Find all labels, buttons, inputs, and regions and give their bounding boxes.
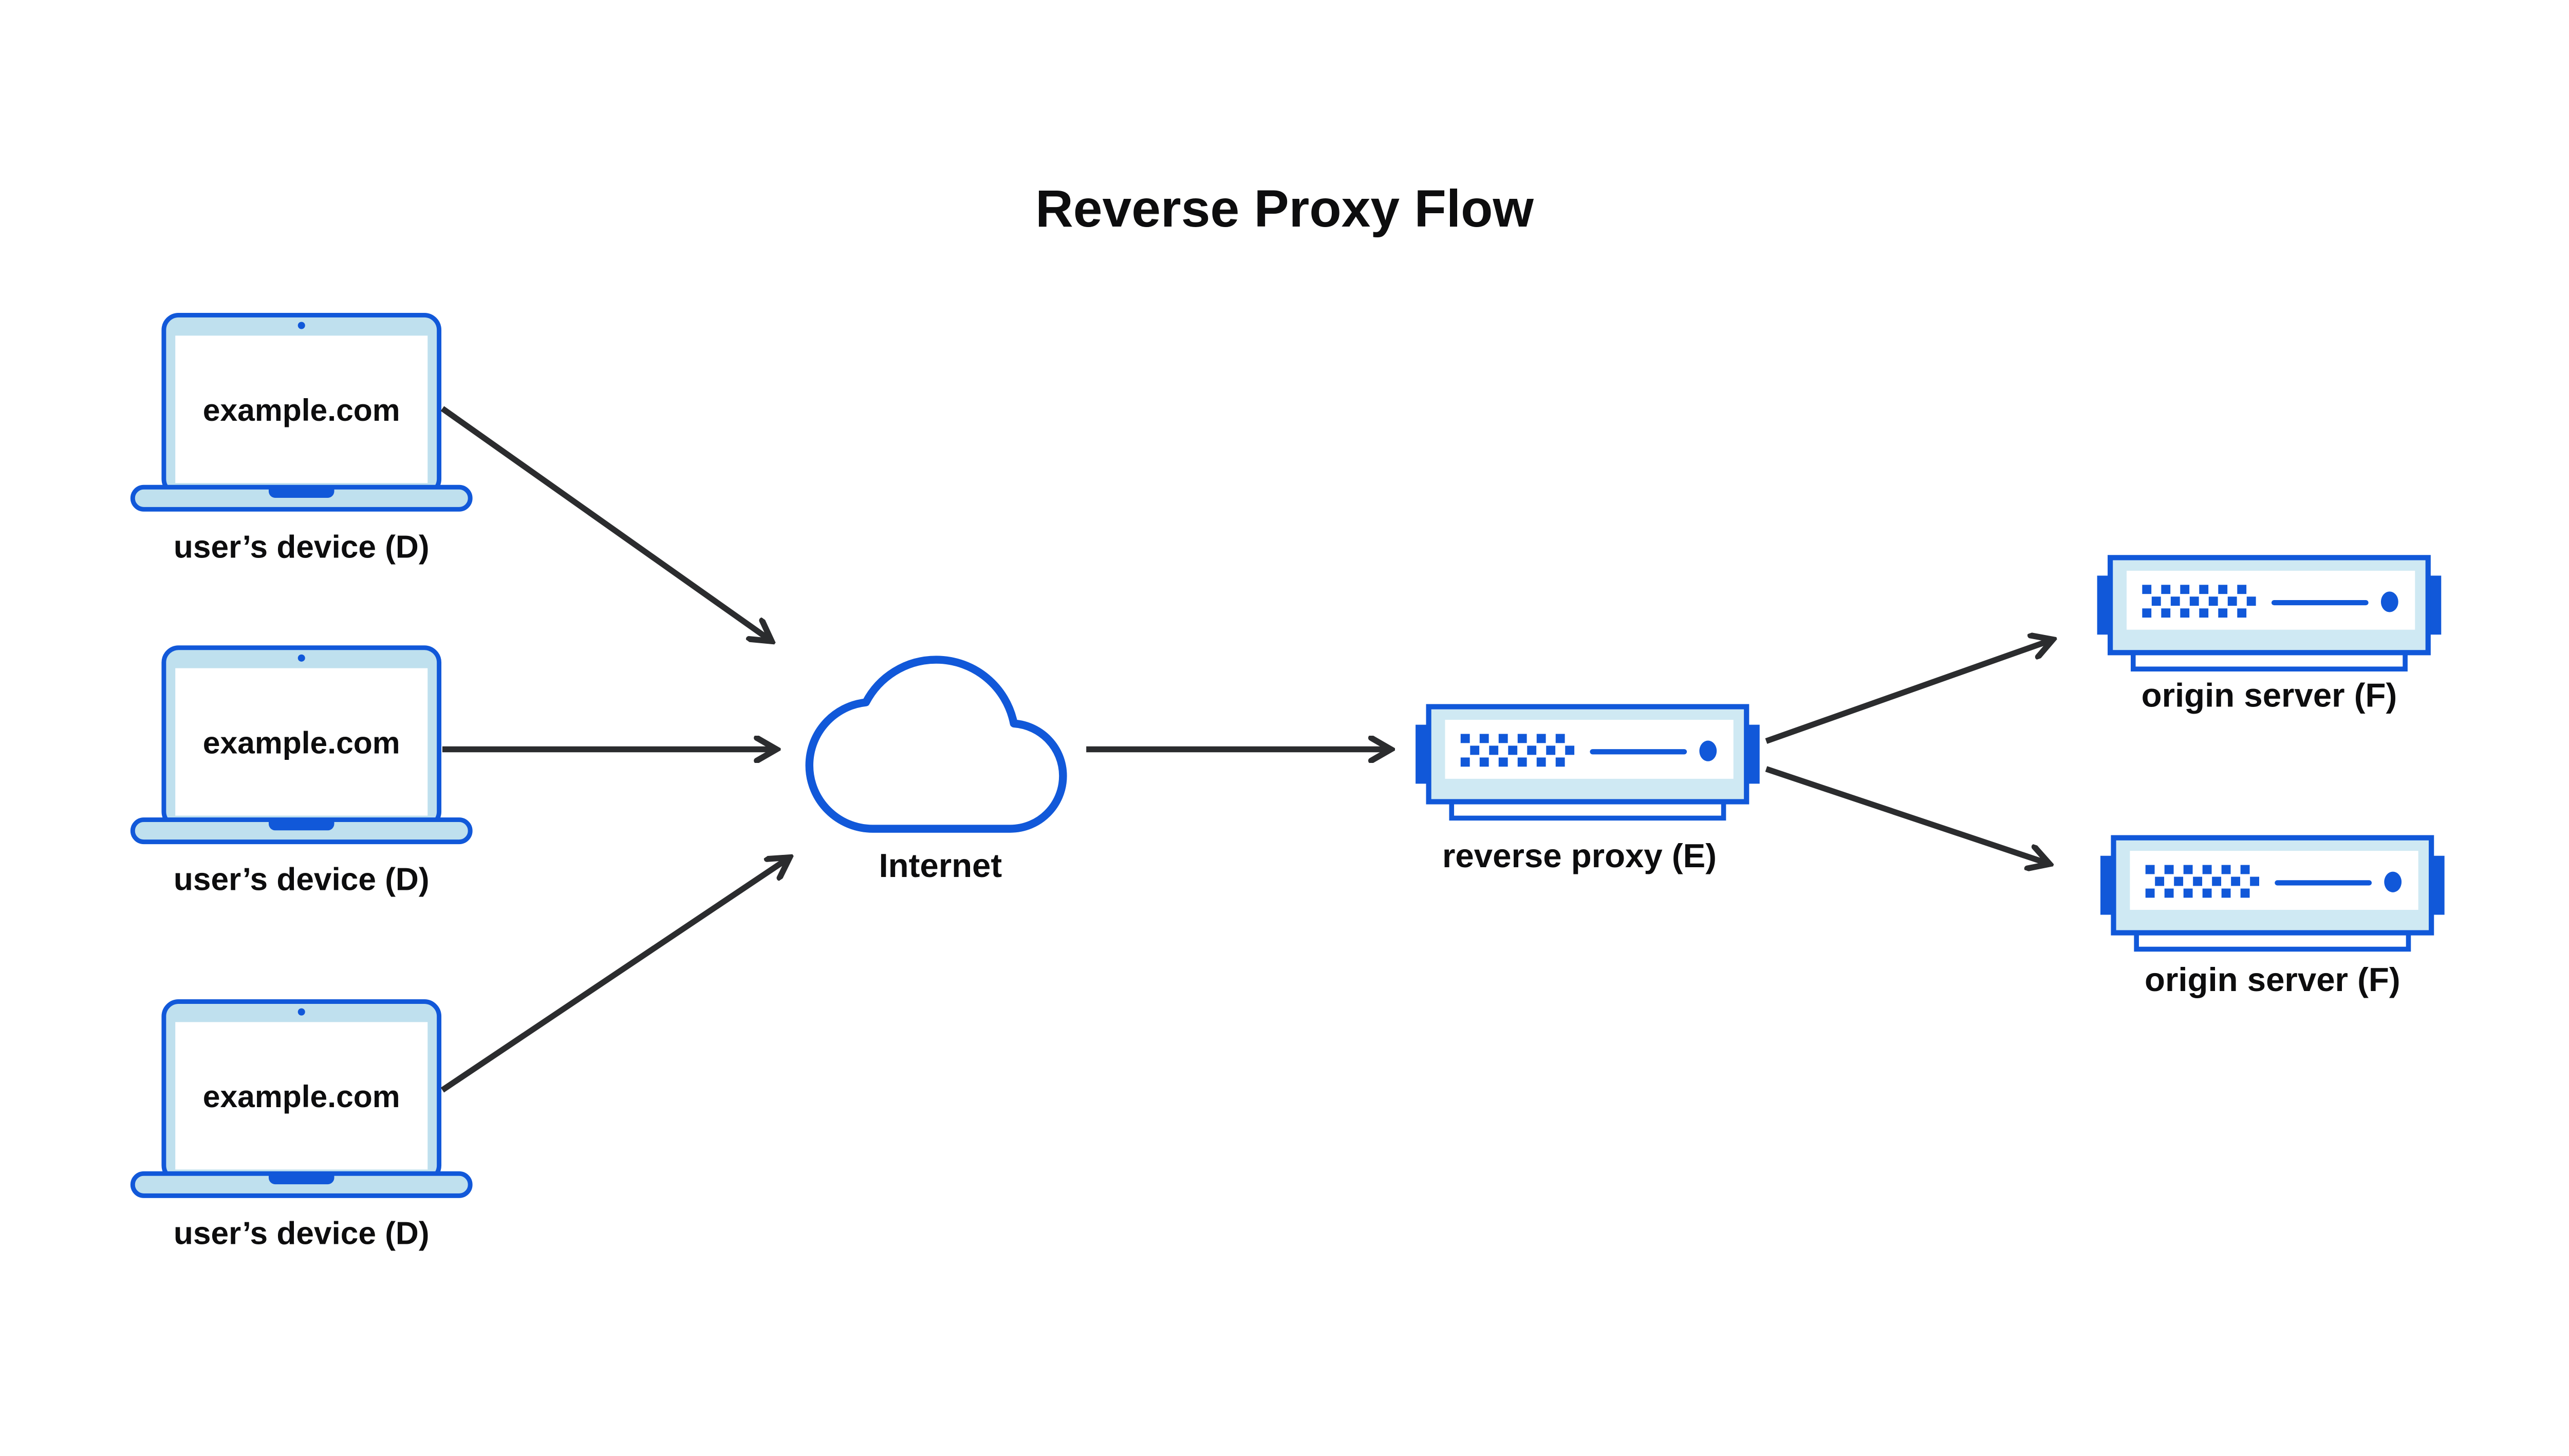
arrow-reverse-proxy-to-origin1 [1765, 640, 2053, 744]
node-user-device-1: example.com user’s device (D) [133, 315, 470, 565]
page-title: Reverse Proxy Flow [1035, 179, 1534, 238]
origin-server-label: origin server (F) [2142, 677, 2397, 714]
arrow-device1-to-internet [440, 406, 772, 641]
node-reverse-proxy: reverse proxy (E) [1416, 707, 1760, 874]
node-user-device-3: example.com user’s device (D) [133, 1002, 470, 1251]
node-origin-server-1: origin server (F) [2097, 557, 2442, 714]
arrow-device3-to-internet [440, 857, 790, 1093]
flow-arrows [440, 406, 2053, 1093]
cloud-icon [805, 656, 1067, 833]
node-internet: Internet [805, 656, 1067, 884]
device-label: user’s device (D) [174, 862, 430, 898]
device-screen-url: example.com [203, 725, 400, 760]
device-label: user’s device (D) [174, 1216, 430, 1251]
server-icon [1416, 707, 1760, 818]
node-origin-server-2: origin server (F) [2100, 838, 2445, 998]
server-icon [2097, 557, 2442, 669]
device-screen-url: example.com [203, 1079, 400, 1114]
node-user-device-2: example.com user’s device (D) [133, 648, 470, 898]
origin-server-label: origin server (F) [2145, 961, 2400, 998]
device-label: user’s device (D) [174, 529, 430, 565]
device-screen-url: example.com [203, 393, 400, 427]
server-icon [2100, 838, 2445, 949]
arrow-reverse-proxy-to-origin2 [1765, 766, 2050, 864]
reverse-proxy-label: reverse proxy (E) [1442, 837, 1717, 874]
internet-label: Internet [879, 847, 1002, 884]
